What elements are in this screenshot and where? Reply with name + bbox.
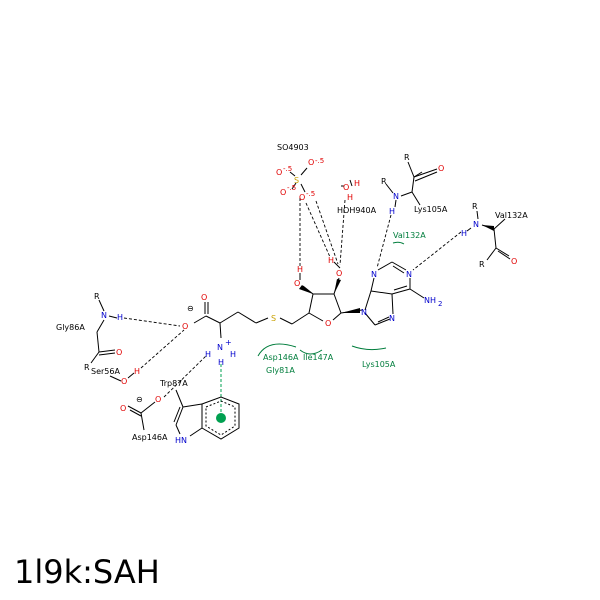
atom-n-lys105: N [393, 192, 399, 201]
atom-plus-amine: + [225, 338, 232, 347]
atom-o-carboxyl-side: O [182, 322, 188, 331]
atom-h-water-1: H [354, 179, 360, 188]
atom-h-amine-3: H [218, 358, 224, 367]
hbond-hoh-oh3 [339, 199, 346, 266]
atom-o-hydroxyl-2: O [294, 279, 300, 288]
atom-r-lys105b: R [404, 153, 410, 162]
hbond-gly86-o [123, 317, 181, 327]
hoh-structure [341, 179, 353, 187]
hbond-ser56-o [140, 329, 185, 369]
atom-o-asp146a: O [120, 404, 126, 413]
hbond-so4-oh3b [315, 200, 339, 265]
atom-r-gly86: R [94, 292, 100, 301]
atom-r-val132b: R [479, 260, 485, 269]
residue-label-lys105-hydro: Lys105A [362, 360, 396, 369]
hydrophobic-arc-asp146 [257, 343, 297, 357]
lys105-structure [385, 161, 438, 208]
residue-label-ser56: Ser56A [91, 367, 120, 376]
atom-nh2-subscript: 2 [438, 300, 442, 308]
residue-label-asp146-bottom: Asp146A [132, 433, 168, 442]
atom-n-amine: N [217, 343, 223, 352]
atom-s-sulfate: S [294, 176, 299, 185]
trp87-structure [173, 389, 240, 440]
residue-label-gly86: Gly86A [56, 323, 85, 332]
asp146-structure [127, 401, 156, 431]
atom-o-hydroxyl-3: O [336, 269, 342, 278]
atom-o-gly86: O [116, 348, 122, 357]
residue-label-lys105-top: Lys105A [414, 205, 448, 214]
atom-h-val132: H [461, 229, 467, 238]
residue-label-so4: SO4903 [277, 143, 309, 152]
atom-r-lys105: R [381, 177, 387, 186]
hydrophobic-arc-lys105 [351, 345, 387, 351]
residue-label-trp87: Trp87A [159, 379, 188, 388]
stereo-wedges [299, 279, 360, 313]
diagram-title: 1l9k:SAH [14, 553, 160, 591]
atom-o-sulfate-3: O [280, 188, 286, 197]
hydrogen-bonds [123, 198, 462, 398]
atom-o-lys105: O [438, 164, 444, 173]
residue-label-ile147: Ile147A [303, 353, 334, 362]
atom-o-water: O [343, 183, 349, 192]
atom-n7: N [389, 314, 395, 323]
atom-n3: N [371, 270, 377, 279]
pi-interaction [216, 364, 226, 423]
val132-wedge [482, 225, 494, 231]
atom-charge-sulfate-1: -.5 [283, 165, 292, 173]
hydrophobic-contacts [257, 241, 405, 357]
atom-nh2: NH [424, 296, 436, 305]
residue-label-val132-right: Val132A [495, 211, 528, 220]
atom-h-lys105: H [389, 207, 395, 216]
atom-charge-sulfate-2: -.5 [315, 157, 324, 165]
atom-h-gly86: H [117, 313, 123, 322]
ligand-bonds [193, 261, 425, 339]
atom-o-sulfate-4: O [299, 193, 305, 202]
atom-charge-sulfate-3: -.5 [287, 184, 296, 192]
atom-h-hydroxyl-2: H [297, 265, 303, 274]
residue-label-hoh: HOH940A [337, 206, 377, 215]
residue-label-asp146-hydro: Asp146A [263, 353, 299, 362]
atom-minus-asp146: ⊖ [136, 395, 143, 404]
atom-o-sulfate-2: O [308, 158, 314, 167]
atom-charge-sulfate-4: -.5 [306, 190, 315, 198]
atom-h-water-2: H [347, 193, 353, 202]
atom-h-ser56: H [134, 367, 140, 376]
atom-minus-carboxyl: ⊖ [187, 304, 194, 313]
hbond-lys105-n3 [376, 214, 392, 269]
atom-n1: N [406, 270, 412, 279]
gly86-structure [90, 299, 135, 382]
hydrophobic-arc-val132 [392, 241, 405, 245]
atom-n-gly86: N [101, 311, 107, 320]
so4-structure [289, 167, 308, 193]
hydrophobic-arc-ile147 [299, 349, 323, 355]
atom-o-ser56: O [121, 377, 127, 386]
atom-h-amine-2: H [230, 350, 236, 359]
residue-label-gly81: Gly81A [266, 366, 295, 375]
atom-hn-trp87: HN [175, 436, 187, 445]
atom-n-val132: N [473, 220, 479, 229]
atom-r-val132: R [472, 202, 478, 211]
residue-label-val132-hydro: Val132A [393, 231, 426, 240]
hbond-val132-n1 [412, 231, 462, 271]
atom-h-amine-1: H [205, 350, 211, 359]
atom-h-hydroxyl-3: H [328, 256, 334, 265]
atom-o-sulfate-1: O [276, 168, 282, 177]
pi-centroid [216, 413, 226, 423]
hbond-asp146-amine [163, 355, 207, 398]
atom-o-asp146b: O [155, 395, 161, 404]
atom-s-thioether: S [271, 314, 276, 323]
atom-r-gly86b: R [84, 363, 90, 372]
atom-o-ribose: O [325, 319, 331, 328]
atom-o-val132: O [511, 257, 517, 266]
atom-o-carboxyl-top: O [201, 293, 207, 302]
atom-n9: N [361, 308, 367, 317]
